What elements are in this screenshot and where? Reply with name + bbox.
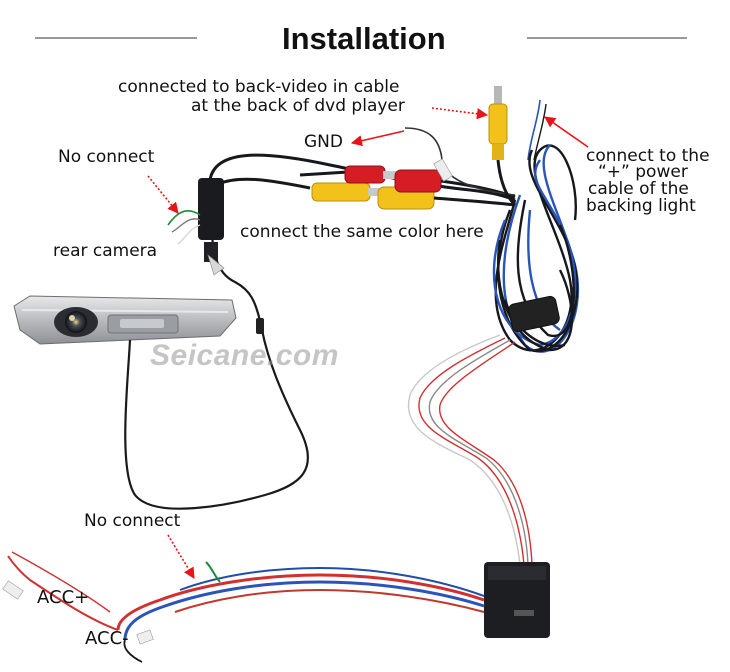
arrow-gnd <box>350 130 405 147</box>
label-no-connect-bottom: No connect <box>84 511 181 531</box>
label-power-line4: backing light <box>586 196 696 216</box>
main-cable-lower <box>217 177 311 190</box>
label-power-line2: “+” power <box>598 162 688 182</box>
label-power-line1: connect to the <box>586 146 710 166</box>
acc-harness <box>7 551 485 663</box>
arrow-power <box>544 116 589 148</box>
acc-minus-tag <box>136 629 154 645</box>
box-feed-wires <box>407 334 533 566</box>
arrow-back-video <box>431 107 489 120</box>
label-power-line3: cable of the <box>588 179 689 199</box>
label-back-video-line1: connected to back-video in cable <box>118 77 400 97</box>
label-same-color: connect the same color here <box>240 222 484 242</box>
acc-plus-tag <box>2 580 24 600</box>
arrow-no-connect-top <box>147 175 179 214</box>
camera-connector <box>198 178 264 334</box>
coil-cable-clip <box>508 295 560 333</box>
page-title: Installation <box>282 21 446 56</box>
label-acc-minus: ACC- <box>85 628 129 649</box>
pointer-arrows <box>147 107 589 579</box>
control-box <box>484 562 550 638</box>
rca-red-pair <box>299 165 516 199</box>
back-video-rca <box>488 86 517 207</box>
label-gnd: GND <box>304 132 343 152</box>
label-acc-plus: ACC+ <box>37 587 90 608</box>
label-no-connect-top: No connect <box>58 147 155 167</box>
power-wire <box>527 99 541 161</box>
label-rear-camera: rear camera <box>53 241 158 261</box>
watermark: Seicane.com <box>150 339 339 372</box>
rear-camera-device <box>13 295 237 345</box>
cable-coil <box>492 144 580 353</box>
label-back-video-line2: at the back of dvd player <box>191 96 405 116</box>
gnd-tag <box>433 158 453 182</box>
arrow-no-connect-bottom <box>167 534 195 579</box>
stub-wires-top <box>167 210 201 245</box>
camera-cable <box>124 234 310 510</box>
